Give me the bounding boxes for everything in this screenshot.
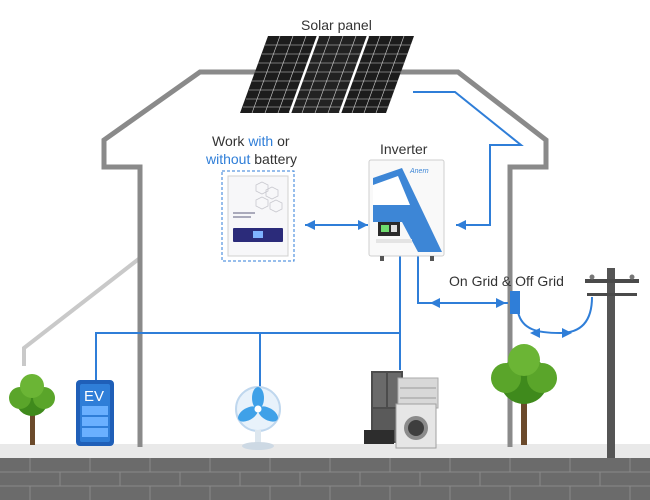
solar-panel-icon <box>240 35 414 114</box>
inverter-brand: Anern <box>409 168 429 175</box>
fan-icon <box>235 386 281 450</box>
garage-outline <box>22 256 142 366</box>
battery-unit <box>221 170 295 262</box>
battery-label-line2: without battery <box>206 151 298 167</box>
inverter-unit: Anern <box>368 159 445 261</box>
battery-label-line1: Work with or <box>212 133 290 149</box>
panel-to-inverter-wire <box>413 91 524 226</box>
house-outline <box>101 69 549 447</box>
tree-right-icon <box>491 344 557 445</box>
appliances-icon <box>364 371 439 449</box>
inverter-label: Inverter <box>380 141 428 157</box>
wire-arrowheads <box>305 220 572 338</box>
utility-pole-icon <box>585 268 639 458</box>
wiring <box>95 91 593 390</box>
ground <box>0 444 650 500</box>
inverter-to-house-wire <box>95 256 401 382</box>
inverter-to-grid-wire <box>417 256 508 304</box>
tree-left-icon <box>9 374 55 445</box>
solar-panel-label: Solar panel <box>301 17 372 33</box>
grid-label: On Grid & Off Grid <box>449 273 564 289</box>
ev-charger: EV <box>76 380 114 446</box>
grid-to-pole-wire <box>517 296 593 335</box>
ev-label: EV <box>84 388 104 405</box>
grid-junction-box <box>510 291 520 314</box>
